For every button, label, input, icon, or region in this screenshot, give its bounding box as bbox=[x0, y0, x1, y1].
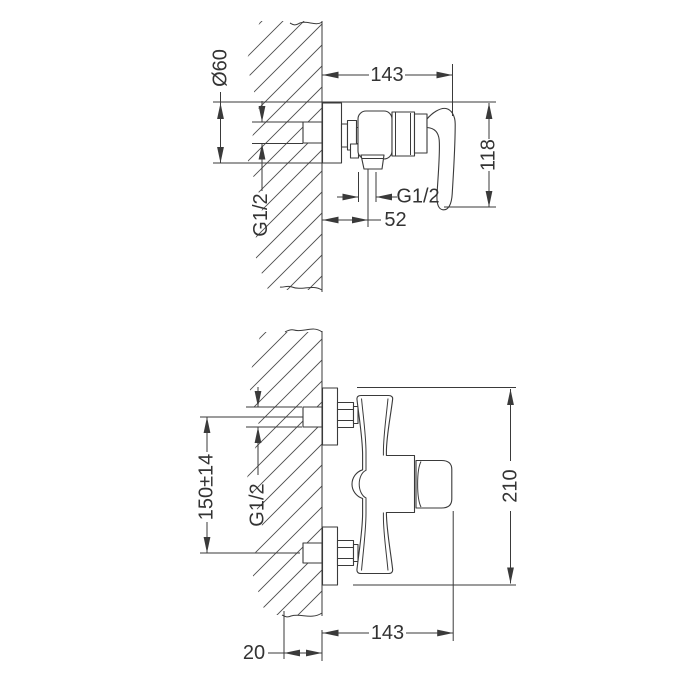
wall-section-bottom bbox=[247, 328, 323, 618]
dim-body-height: 210 bbox=[353, 387, 522, 586]
front-view-dimensions: 150±14 G1/2 210 143 bbox=[196, 387, 522, 664]
wall-section bbox=[246, 21, 323, 292]
knob-dome-arc bbox=[417, 461, 422, 508]
dim-wall-offset: 20 bbox=[243, 611, 323, 664]
washer-bottom bbox=[352, 543, 359, 563]
wall-break-top-2 bbox=[284, 328, 323, 333]
dim-label-escutcheon: Ø60 bbox=[210, 49, 232, 87]
body-tab bbox=[349, 143, 360, 159]
dim-label-inlet-thread-bottom: G1/2 bbox=[247, 483, 269, 526]
supply-pipe bbox=[302, 121, 323, 144]
washer-top bbox=[352, 405, 359, 425]
dim-label-projection-bottom: 143 bbox=[371, 622, 404, 644]
dim-label-height: 118 bbox=[478, 139, 500, 171]
escutcheon bbox=[321, 102, 343, 164]
supply-pipe-top bbox=[302, 406, 323, 428]
wall-break-bottom bbox=[279, 285, 323, 291]
lever-handle bbox=[426, 107, 456, 211]
mounting-nut-top bbox=[336, 401, 355, 429]
shower-mixer-front bbox=[321, 387, 453, 586]
escutcheon-top bbox=[321, 387, 339, 446]
body-contour-right-upper bbox=[382, 398, 389, 456]
dim-outlet: G1/2 52 bbox=[322, 169, 440, 231]
body-contour-right-lower bbox=[382, 512, 389, 571]
shower-outlet bbox=[360, 154, 385, 170]
supply-pipe-bottom bbox=[302, 542, 323, 564]
mixer-body bbox=[357, 110, 393, 160]
body-contour-left bbox=[358, 398, 367, 571]
side-view-dimensions: Ø60 G1/2 143 118 bbox=[210, 49, 500, 237]
mixer-body-front bbox=[351, 394, 416, 575]
dim-escutcheon-diameter: Ø60 bbox=[210, 49, 496, 164]
dim-height-118: 118 bbox=[444, 103, 500, 208]
wall-hatching-bottom bbox=[247, 332, 322, 615]
dim-projection-bottom: 143 bbox=[322, 511, 454, 644]
dim-inlet-thread: G1/2 bbox=[250, 101, 303, 237]
handle-hub bbox=[413, 113, 428, 154]
front-view: 150±14 G1/2 210 143 bbox=[196, 328, 522, 664]
dim-label-inlet-thread: G1/2 bbox=[250, 193, 272, 236]
side-view: Ø60 G1/2 143 118 bbox=[210, 21, 500, 292]
cartridge-lines bbox=[395, 112, 411, 156]
nut-facets-bottom bbox=[337, 547, 354, 559]
dim-label-inlet-spacing: 150±14 bbox=[196, 454, 218, 521]
nut-facets-top bbox=[337, 409, 354, 421]
dim-label-outlet-thread: G1/2 bbox=[396, 186, 439, 208]
escutcheon-bottom bbox=[321, 526, 339, 586]
dim-inlet-spacing: 150±14 bbox=[196, 416, 303, 554]
wall-break-bottom-2 bbox=[281, 612, 323, 618]
dim-label-wall-offset: 20 bbox=[243, 642, 265, 664]
dim-label-outlet-offset: 52 bbox=[384, 209, 406, 231]
wall-hatching bbox=[246, 21, 322, 290]
dim-inlet-thread-bottom: G1/2 bbox=[246, 387, 302, 527]
mounting-nut-bottom bbox=[336, 539, 355, 567]
dim-label-body-height: 210 bbox=[500, 469, 522, 502]
shower-mixer-side bbox=[321, 102, 456, 211]
wall-break-top bbox=[289, 21, 323, 26]
washer bbox=[340, 123, 349, 148]
dim-label-projection: 143 bbox=[370, 64, 403, 86]
handle-knob bbox=[415, 459, 453, 509]
dim-projection-top: 143 bbox=[322, 64, 453, 116]
